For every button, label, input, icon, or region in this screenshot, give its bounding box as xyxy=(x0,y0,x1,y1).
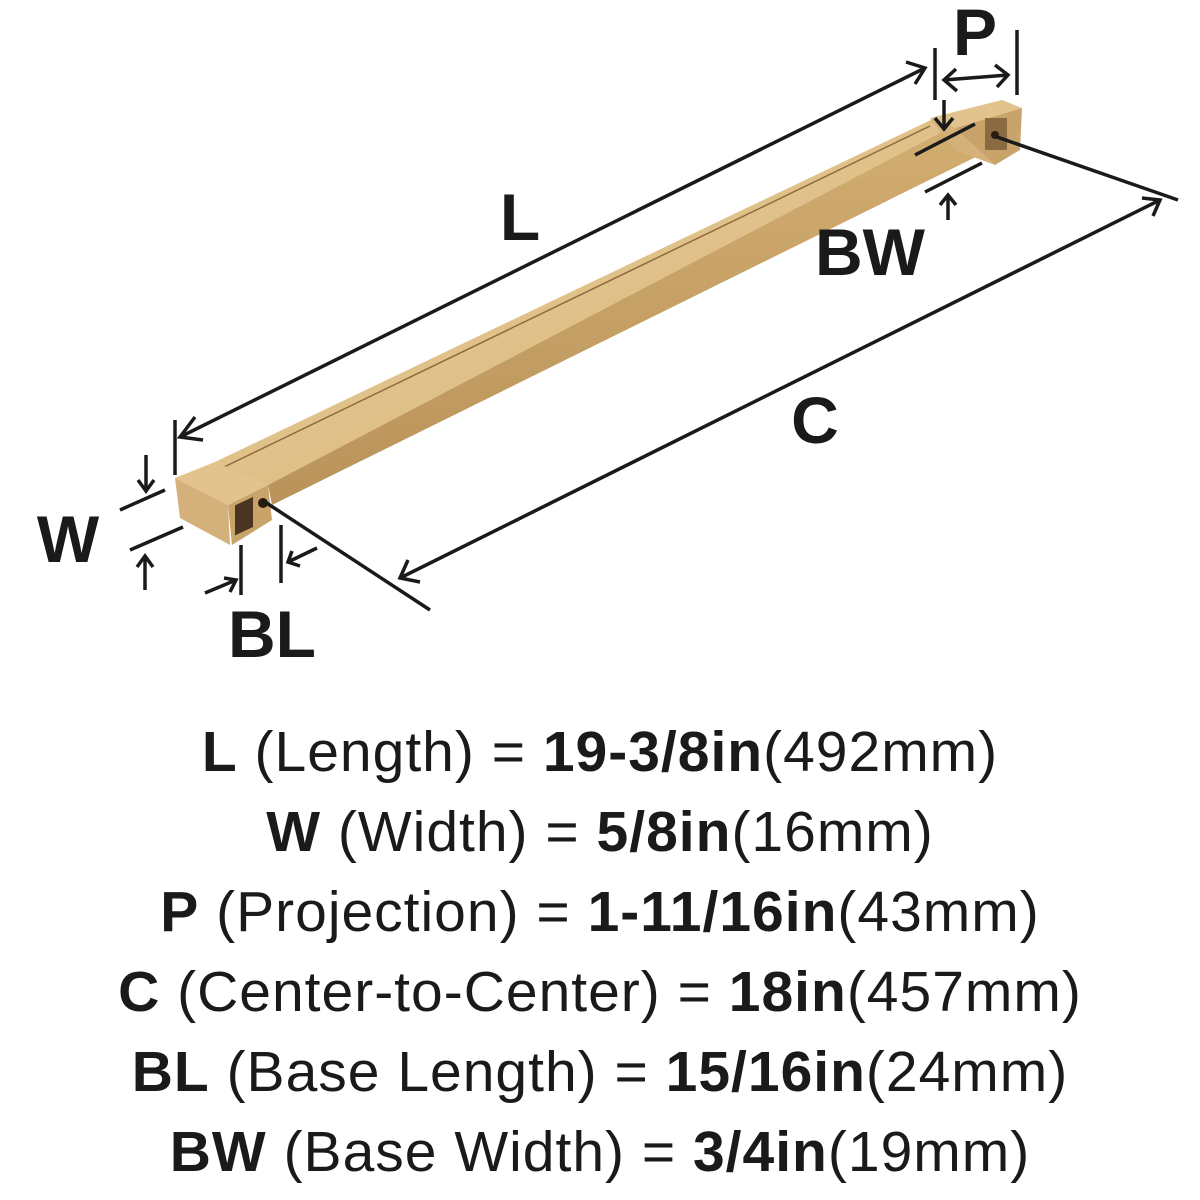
spec-equals: = xyxy=(491,720,526,784)
spec-metric: (24mm) xyxy=(865,1040,1069,1104)
spec-row-base-length: BL (Base Length) = 15/16in(24mm) xyxy=(0,1032,1200,1112)
label-w: W xyxy=(37,502,100,576)
spec-name: (Projection) xyxy=(216,880,520,944)
spec-row-center-to-center: C (Center-to-Center) = 18in(457mm) xyxy=(0,952,1200,1032)
spec-row-width: W (Width) = 5/8in(16mm) xyxy=(0,792,1200,872)
label-l: L xyxy=(500,180,540,254)
spec-equals: = xyxy=(614,1040,649,1104)
pull-handle xyxy=(175,100,1022,545)
spec-imperial: 1-11/16in xyxy=(587,880,838,944)
spec-equals: = xyxy=(536,880,571,944)
spec-imperial: 15/16in xyxy=(665,1040,866,1104)
label-bl: BL xyxy=(228,597,316,671)
spec-row-projection: P (Projection) = 1-11/16in(43mm) xyxy=(0,872,1200,952)
label-bw: BW xyxy=(815,215,926,289)
spec-symbol: P xyxy=(160,880,200,944)
spec-imperial: 3/4in xyxy=(692,1120,828,1184)
spec-name: (Base Width) xyxy=(283,1120,625,1184)
spec-equals: = xyxy=(641,1120,677,1184)
spec-symbol: BL xyxy=(131,1040,210,1104)
spec-metric: (457mm) xyxy=(846,960,1082,1024)
label-c: C xyxy=(791,383,839,457)
spec-symbol: C xyxy=(118,960,161,1024)
spec-metric: (16mm) xyxy=(731,800,934,864)
spec-metric: (43mm) xyxy=(837,880,1040,944)
label-p: P xyxy=(953,0,997,69)
spec-imperial: 18in xyxy=(728,960,847,1024)
dimension-specs: L (Length) = 19-3/8in(492mm) W (Width) =… xyxy=(0,712,1200,1192)
spec-name: (Base Length) xyxy=(226,1040,598,1104)
spec-row-base-width: BW (Base Width) = 3/4in(19mm) xyxy=(0,1112,1200,1192)
spec-imperial: 5/8in xyxy=(596,800,732,864)
spec-equals: = xyxy=(677,960,712,1024)
spec-metric: (19mm) xyxy=(827,1120,1031,1184)
spec-name: (Center-to-Center) xyxy=(177,960,661,1024)
spec-symbol: BW xyxy=(169,1120,267,1184)
spec-name: (Width) xyxy=(337,800,529,864)
spec-symbol: W xyxy=(266,800,322,864)
spec-equals: = xyxy=(545,800,580,864)
spec-metric: (492mm) xyxy=(763,720,999,784)
spec-row-length: L (Length) = 19-3/8in(492mm) xyxy=(0,712,1200,792)
spec-symbol: L xyxy=(201,720,238,784)
spec-name: (Length) xyxy=(254,720,475,784)
dimension-diagram: L P BW C W BL xyxy=(37,0,1179,671)
spec-imperial: 19-3/8in xyxy=(542,720,764,784)
dimension-lines xyxy=(119,30,1179,612)
